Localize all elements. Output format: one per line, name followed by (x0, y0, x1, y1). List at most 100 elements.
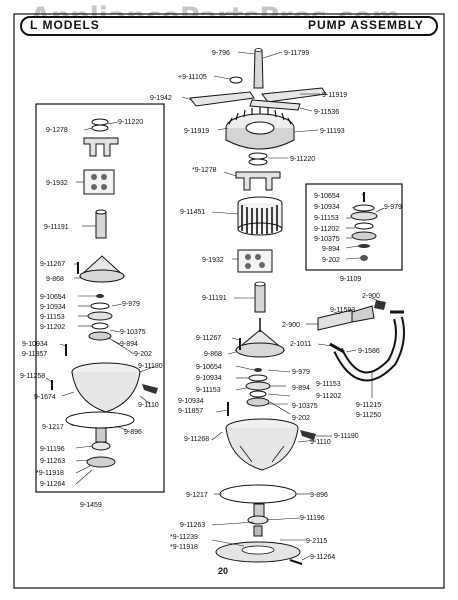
callout-9-10934-center-lower: 9-10934 (178, 398, 204, 405)
callout-9-10375-center: 9-10375 (292, 403, 318, 410)
callout-9-11190-left: 9-11190 (138, 363, 163, 370)
clip-part (300, 430, 316, 440)
washer-part (229, 76, 243, 84)
callout-9-11536: 9-11536 (314, 109, 339, 116)
left-impeller-part (86, 427, 116, 468)
gasket-part (219, 484, 297, 504)
callout-9-10934-left-lower: 9-10934 (22, 341, 48, 348)
callout-9-202-right: 9-202 (322, 257, 340, 264)
callout-9-11258-left: 9-11258 (20, 373, 45, 380)
callout-9-894-left: 9-894 (120, 341, 138, 348)
callout-9-894-right: 9-894 (322, 246, 340, 253)
callout-9-10654-center: 9-10654 (196, 364, 222, 371)
callout-9-11919-lower: 9-11919 (184, 128, 209, 135)
bracket-part (235, 171, 281, 191)
callout-9-11919-upper: 9-11919 (322, 92, 347, 99)
callout-9-868-center: 9-868 (204, 351, 222, 358)
header-band (20, 16, 438, 36)
callout-9-11220-center: 9-11220 (290, 156, 315, 163)
left-shaft-part (95, 209, 107, 239)
pump-base-part (225, 418, 299, 471)
left-gasket-part (65, 411, 135, 429)
left-pump-housing-part (78, 255, 126, 283)
callout-9-979-right: 9-979 (384, 204, 402, 211)
callout-9-11153-center: 9-11153 (196, 387, 221, 394)
callout-9-979-center: 9-979 (292, 369, 310, 376)
callout-9-1217-left: 9-1217 (42, 424, 64, 431)
header-assembly-title: PUMP ASSEMBLY (308, 18, 424, 32)
callout-9-868-left: 9-868 (46, 276, 64, 283)
callout-9-11857-center: 9-11857 (178, 408, 203, 415)
callout-9-11593: 9-11593 (330, 307, 355, 314)
seal-kit-part (237, 249, 273, 273)
callout-9-11196-center: 9-11196 (300, 515, 325, 522)
callout-9-11202-left: 9-11202 (40, 324, 65, 331)
callout-9-1217-center: 9-1217 (186, 492, 208, 499)
callout-9-11105: +9-11105 (178, 74, 207, 81)
shaft-cap-part (253, 48, 264, 89)
right-impeller-stack-part (350, 192, 378, 261)
callout-9-11918-left: *9-11918 (36, 470, 64, 477)
callout-2-900-left: 2-900 (282, 322, 300, 329)
base-screw-part (289, 559, 303, 565)
drain-hose-part (317, 300, 405, 382)
callout-9-11267-center: 9-11267 (196, 335, 221, 342)
callout-9-11193: 9-11193 (320, 128, 345, 135)
left-ring-set-part (91, 118, 109, 132)
callout-9-1110-left: 9-1110 (138, 402, 159, 409)
linkage-arms-part (189, 87, 327, 111)
callout-9-11264-center: 9-11264 (310, 554, 335, 561)
left-pump-base-part (71, 362, 141, 413)
left-box-caption: 9-1459 (80, 502, 102, 509)
callout-9-1932-center: 9-1932 (202, 257, 224, 264)
callout-9-1932-left: 9-1932 (46, 180, 68, 187)
impeller-part (247, 503, 269, 537)
header-models-label: L MODELS (30, 18, 100, 32)
base-plate-part (215, 541, 301, 563)
callout-9-1674-left: 9-1674 (34, 394, 56, 401)
callout-9-896-center: 9-896 (310, 492, 328, 499)
callout-9-11268-center: 9-11268 (184, 436, 209, 443)
callout-9-979-left: 9-979 (122, 301, 140, 308)
callout-2-900-top: 2-900 (362, 293, 380, 300)
callout-9-11451: 9-11451 (180, 209, 205, 216)
callout-9-11215: 9-11215 (356, 402, 381, 409)
callout-9-796: 9-796 (212, 50, 230, 57)
page-frame (13, 13, 445, 589)
left-subassembly-box (35, 103, 165, 493)
callout-9-894-center: 9-894 (292, 385, 310, 392)
impeller-stack-part (245, 368, 271, 407)
left-bracket-part (83, 137, 119, 157)
ring-set-part (248, 152, 268, 166)
callout-9-11191-center: 9-11191 (202, 295, 227, 302)
callout-9-11191-left: 9-11191 (44, 224, 69, 231)
pump-housing-part (234, 318, 286, 358)
callout-9-11196-left: 9-11196 (40, 446, 65, 453)
callout-9-10934-center: 9-10934 (196, 375, 222, 382)
agitator-shaft-part (254, 281, 266, 313)
page-number: 20 (218, 566, 228, 576)
callout-9-202-center: 9-202 (292, 415, 310, 422)
callout-9-11263-center: 9-11263 (180, 522, 205, 529)
callout-9-11153-left: 9-11153 (40, 314, 65, 321)
callout-9-11857-left: 9-11857 (22, 351, 47, 358)
callout-9-1586: 9-1586 (358, 348, 380, 355)
callout-9-1942: 9-1942 (150, 95, 172, 102)
callout-9-896-left: 9-896 (124, 429, 142, 436)
callout-9-10375-left: 9-10375 (120, 329, 146, 336)
callout-9-202-left: 9-202 (134, 351, 152, 358)
callout-2-1011: 2-1011 (290, 341, 311, 348)
callout-9-2115-center: 9-2115 (306, 538, 327, 545)
callout-9-11202-center: 9-11202 (316, 393, 341, 400)
callout-9-1278-left: 9-1278 (46, 127, 68, 134)
callout-9-10934-right: 9-10934 (314, 204, 340, 211)
callout-9-10654-right: 9-10654 (314, 193, 340, 200)
callout-9-10375-right: 9-10375 (314, 236, 340, 243)
callout-9-11250: 9-11250 (356, 412, 381, 419)
left-seal-kit-part (83, 169, 115, 195)
callout-9-10654-left: 9-10654 (40, 294, 66, 301)
callout-9-1278-center: *9-1278 (192, 167, 217, 174)
spring-cage-part (237, 196, 283, 236)
